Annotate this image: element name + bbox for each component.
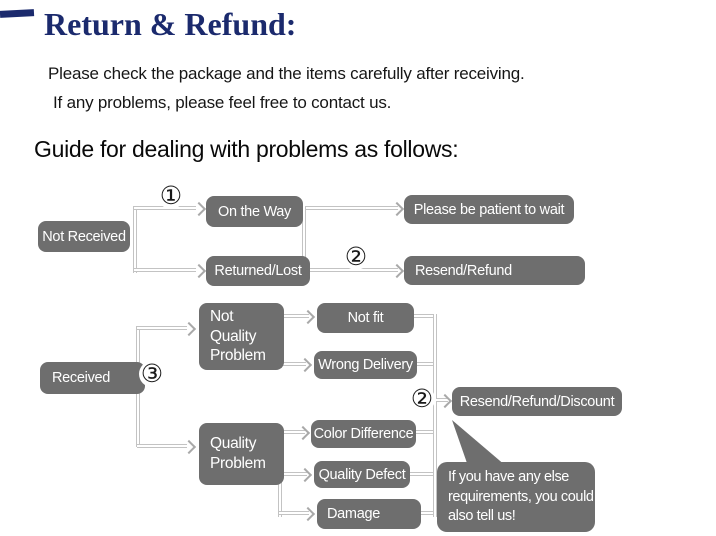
arrowhead-icon [181, 439, 197, 455]
connector-line [415, 362, 433, 366]
flow-node-damage: Damage [317, 499, 421, 529]
speech-bubble-line: requirements, you could [448, 488, 594, 505]
step-1-badge: ① [158, 181, 184, 210]
arrowhead-icon [389, 201, 405, 217]
flow-node-color-difference: Color Difference [311, 420, 416, 448]
connector-line [279, 430, 305, 434]
flow-node-not-quality-problem: Not Quality Problem [199, 303, 284, 370]
connector-line [279, 511, 309, 515]
connector-line [279, 314, 309, 318]
connector-line [133, 206, 137, 273]
guide-heading: Guide for dealing with problems as follo… [34, 136, 459, 162]
corner-accent-mark [0, 9, 35, 18]
arrowhead-icon [300, 506, 316, 522]
connector-line [411, 314, 433, 318]
connector-line [413, 430, 433, 434]
step-2-badge: ② [409, 384, 435, 413]
step-2-badge: ② [343, 242, 369, 271]
connector-line [134, 268, 196, 272]
arrowhead-icon [191, 263, 207, 279]
flow-node-quality-problem: Quality Problem [199, 423, 284, 485]
flow-node-not-received: Not Received [38, 221, 130, 252]
arrowhead-icon [295, 425, 311, 441]
intro-line-2: If any problems, please feel free to con… [53, 93, 392, 112]
flow-node-label-line: Quality [210, 327, 257, 345]
connector-line [408, 472, 433, 476]
speech-bubble: If you have any else requirements, you c… [437, 462, 595, 532]
flow-node-resend-refund: Resend/Refund [404, 256, 585, 285]
flow-node-label-line: Problem [210, 347, 266, 365]
flow-node-received: Received [40, 362, 145, 394]
flow-node-please-wait: Please be patient to wait [404, 195, 574, 224]
connector-line [137, 444, 187, 448]
connector-line [137, 326, 187, 330]
arrowhead-icon [191, 201, 207, 217]
flow-node-label-line: Problem [210, 455, 266, 472]
flow-node-resend-refund-discount: Resend/Refund/Discount [452, 387, 622, 416]
flow-node-label-line: Not [210, 307, 234, 325]
speech-bubble-line: also tell us! [448, 508, 516, 525]
speech-bubble-line: If you have any else [448, 469, 569, 485]
arrowhead-icon [300, 309, 316, 325]
arrowhead-icon [297, 467, 313, 483]
flow-node-on-the-way: On the Way [206, 196, 303, 227]
connector-line [303, 206, 398, 210]
connector-line [302, 206, 306, 273]
connector-line [433, 314, 437, 517]
step-3-badge: ③ [139, 359, 165, 388]
page-title: Return & Refund: [44, 6, 297, 42]
arrowhead-icon [297, 357, 313, 373]
connector-line [279, 472, 307, 476]
flow-node-label-line: Quality [210, 435, 257, 453]
arrowhead-icon [181, 321, 197, 337]
speech-bubble-tail [452, 420, 506, 466]
connector-line [279, 362, 306, 366]
arrowhead-icon [437, 393, 453, 409]
flow-node-wrong-delivery: Wrong Delivery [314, 351, 417, 379]
arrowhead-icon [389, 263, 405, 279]
connector-line [409, 511, 433, 515]
flow-node-returned-lost: Returned/Lost [206, 256, 310, 286]
intro-line-1: Please check the package and the items c… [48, 64, 525, 83]
flow-node-not-fit: Not fit [317, 303, 414, 333]
flow-node-quality-defect: Quality Defect [314, 461, 410, 488]
connector-line [436, 398, 448, 402]
